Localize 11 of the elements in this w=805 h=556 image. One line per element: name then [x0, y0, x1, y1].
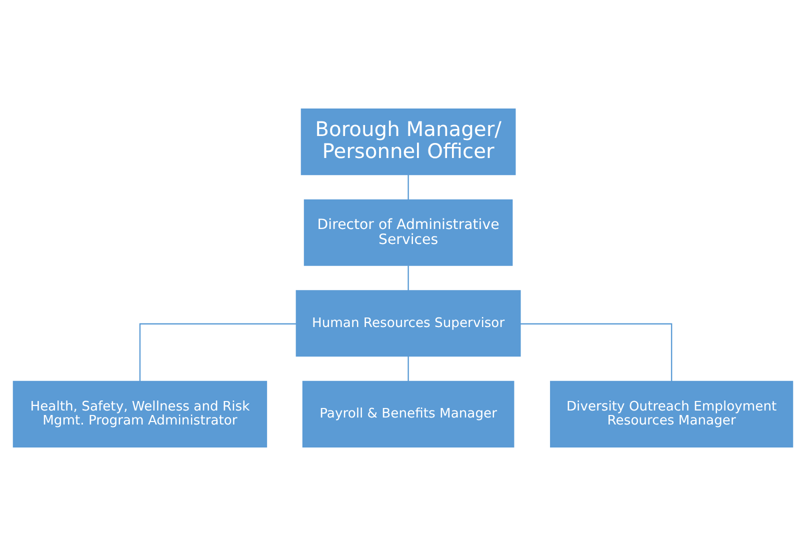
node-box: Health, Safety, Wellness and Risk Mgmt. Program Administrator: [12, 380, 267, 448]
connector: [407, 174, 408, 200]
connector: [407, 266, 408, 291]
node-box: Director of Administrative Services: [303, 199, 512, 266]
connector: [407, 356, 408, 382]
connector: [520, 323, 672, 382]
node-box: Payroll & Benefits Manager: [302, 380, 514, 448]
node-box: Human Resources Supervisor: [295, 290, 520, 357]
node-box: Diversity Outreach Employment Resources Manager: [550, 380, 793, 448]
connector: [138, 323, 296, 382]
node-box: Borough Manager/ Personnel Officer: [300, 108, 516, 176]
